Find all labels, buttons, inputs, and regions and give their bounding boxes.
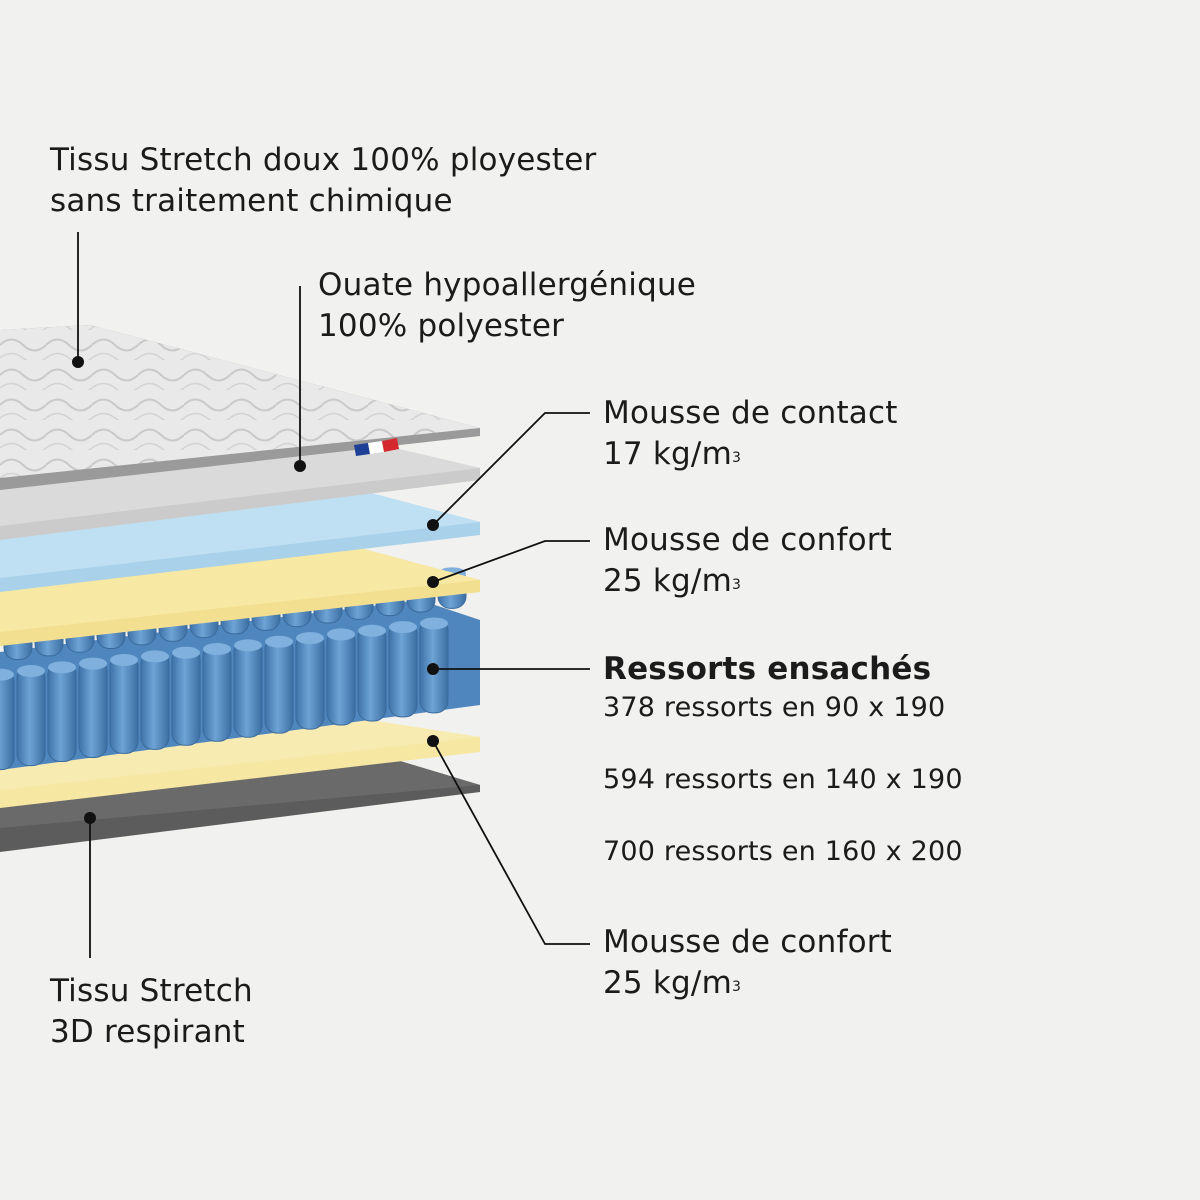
label-top-fabric: Tissu Stretch doux 100% ployester sans t…: [50, 140, 596, 222]
spring-coil-top: [420, 617, 448, 630]
label-springs-title: Ressorts ensachés: [603, 651, 932, 687]
label-top-fabric-line-1: Tissu Stretch doux 100% ployester: [50, 142, 597, 178]
marker-dot-comfort-foam-bottom: [427, 735, 439, 747]
top-comfort-foam-layer: [0, 548, 480, 646]
spring-coil: [47, 661, 77, 763]
contact-foam-layer: [0, 490, 480, 592]
label-springs-count-2: 594 ressorts en 140 x 190: [603, 764, 963, 795]
label-wadding: Ouate hypoallergénique 100% polyester: [318, 265, 696, 347]
spring-coil: [78, 658, 108, 758]
label-comfort-foam-bottom-exponent: 3: [731, 979, 742, 995]
marker-dot-springs: [427, 663, 439, 675]
spring-coil: [326, 628, 356, 726]
bottom-fabric-layer: [0, 752, 480, 852]
spring-coil: [202, 643, 232, 742]
leader-line-contact-foam: [432, 412, 590, 526]
spring-coil: [233, 639, 263, 738]
label-comfort-foam-bottom-name: Mousse de confort: [603, 924, 893, 960]
marker-dot-wadding: [294, 460, 306, 472]
spring-coil: [171, 647, 201, 746]
marker-dot-bottom-fabric: [84, 812, 96, 824]
spring-coil: [295, 632, 325, 730]
spring-coil-top: [265, 635, 293, 648]
spring-coil: [388, 621, 418, 718]
french-flag-icon: [354, 438, 399, 456]
spring-coil-top: [172, 646, 200, 659]
marker-dot-contact-foam: [427, 519, 439, 531]
spring-coil: [357, 625, 387, 722]
spring-coil-top: [0, 668, 14, 681]
label-bottom-fabric: Tissu Stretch 3D respirant: [50, 971, 253, 1053]
leader-line-comfort-foam-bottom: [432, 740, 590, 945]
wadding-layer: [0, 440, 480, 540]
spring-coil-top: [389, 621, 417, 634]
spring-coil-top: [110, 654, 138, 667]
spring-coil: [140, 650, 170, 750]
label-comfort-foam-top-density: 25 kg/m: [603, 563, 732, 599]
marker-dot-top-fabric: [72, 356, 84, 368]
label-wadding-line-2: 100% polyester: [318, 308, 565, 344]
spring-coil-top: [234, 639, 262, 652]
spring-coil-top: [358, 624, 386, 637]
label-contact-foam: Mousse de contact 17 kg/m3: [603, 393, 898, 475]
spring-coil-top: [203, 643, 231, 656]
spring-coil: [16, 665, 46, 767]
label-wadding-line-1: Ouate hypoallergénique: [318, 267, 697, 303]
leader-line-comfort-foam-top: [432, 540, 590, 583]
label-comfort-foam-bottom-density: 25 kg/m: [603, 965, 732, 1001]
spring-coil: [109, 654, 139, 754]
label-top-fabric-line-2: sans traitement chimique: [50, 183, 453, 219]
spring-coil-top: [48, 661, 76, 674]
label-contact-foam-exponent: 3: [731, 450, 742, 466]
label-bottom-fabric-line-2: 3D respirant: [50, 1014, 245, 1050]
label-springs-count-1: 378 ressorts en 90 x 190: [603, 692, 946, 723]
spring-coil-top: [79, 657, 107, 670]
spring-coil-top: [296, 632, 324, 645]
label-bottom-fabric-line-1: Tissu Stretch: [50, 973, 253, 1009]
spring-coil: [0, 669, 15, 771]
label-comfort-foam-top: Mousse de confort 25 kg/m3: [603, 520, 892, 602]
spring-coil-top: [141, 650, 169, 663]
label-contact-foam-name: Mousse de contact: [603, 395, 898, 431]
label-springs-count-3: 700 ressorts en 160 x 200: [603, 836, 963, 867]
bottom-comfort-foam-layer: [0, 720, 480, 808]
label-comfort-foam-top-exponent: 3: [731, 577, 742, 593]
label-comfort-foam-bottom: Mousse de confort 25 kg/m3: [603, 922, 892, 1004]
marker-dot-comfort-foam-top: [427, 576, 439, 588]
spring-coil: [264, 636, 294, 734]
label-contact-foam-density: 17 kg/m: [603, 436, 732, 472]
label-comfort-foam-top-name: Mousse de confort: [603, 522, 893, 558]
spring-coil-top: [17, 664, 45, 677]
spring-coil-top: [327, 628, 355, 641]
